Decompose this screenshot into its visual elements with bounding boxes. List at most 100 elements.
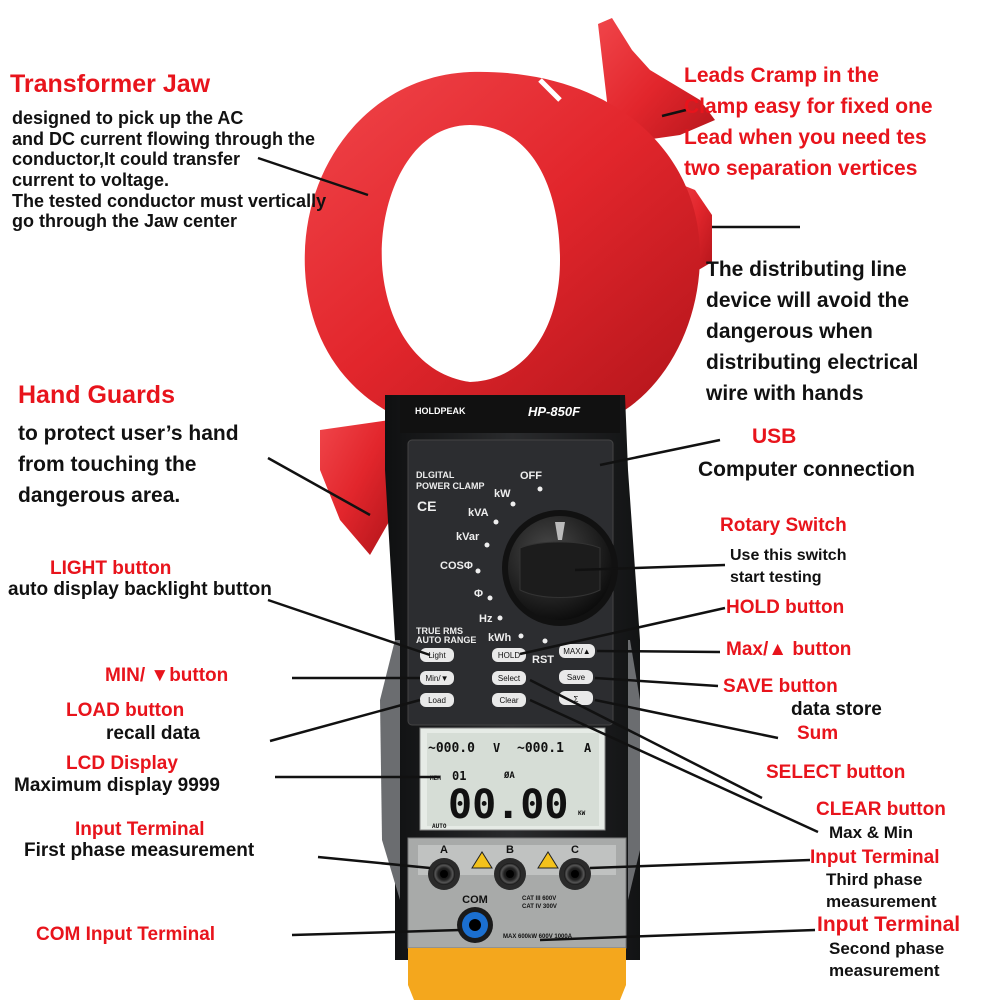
dial-cos: COSΦ — [440, 560, 473, 572]
rst-label: RST — [532, 654, 554, 666]
clear-button-title: CLEAR button — [816, 799, 946, 820]
terminal-label-c: C — [571, 844, 579, 856]
lcd-mem-value: 01 — [452, 769, 466, 783]
load-button-title: LOAD button — [66, 700, 185, 721]
btn-sum-text: Σ — [574, 695, 579, 704]
bottom-strip-text: MAX 600kW 600V 1000A — [503, 934, 573, 940]
load-button-desc: recall data — [106, 723, 200, 744]
max-button-title: Max/▲ button — [726, 639, 852, 660]
min-button-title: MIN/ ▼button — [105, 665, 229, 686]
input-second-line-2: measurement — [829, 961, 940, 980]
rotary-switch-line-2: start testing — [730, 569, 822, 586]
input-second-line-1: Second phase — [829, 939, 945, 958]
terminal-label-com: COM — [462, 894, 488, 906]
panel-title-1: DLGITAL — [416, 470, 455, 480]
brand-text: HOLDPEAK — [415, 406, 466, 416]
input-first-desc: First phase measurement — [24, 840, 255, 861]
leads-cramp-line-4: two separation vertices — [684, 157, 918, 180]
dial-kw: kW — [494, 488, 511, 500]
lcd-top-left-unit: V — [493, 741, 500, 755]
leader-lines — [257, 108, 819, 942]
transformer-jaw-title: Transformer Jaw — [10, 70, 211, 98]
lcd-mem-label: MEM — [430, 775, 441, 782]
btn-select-text: Select — [498, 674, 521, 683]
input-third-line-2: measurement — [826, 892, 937, 911]
usb-title: USB — [752, 425, 797, 448]
hand-guards-title: Hand Guards — [18, 381, 175, 409]
input-second-desc: Second phase measurement — [829, 938, 944, 982]
transformer-jaw-desc: designed to pick up the AC and DC curren… — [12, 108, 326, 232]
terminal-label-b: B — [506, 844, 514, 856]
jack-com — [457, 907, 493, 943]
ce-mark: CE — [417, 498, 436, 514]
lcd-top-right: ~000.1 — [517, 741, 564, 756]
btn-min-text: Min/▼ — [425, 674, 448, 683]
rotary-knob — [502, 510, 618, 626]
lcd-top-left: ~000.0 — [428, 741, 475, 756]
leads-cramp-desc: Leads Cramp in the Clamp easy for fixed … — [684, 60, 1000, 184]
lcd-auto: AUTO — [432, 823, 447, 830]
auto-range-text: AUTO RANGE — [416, 635, 476, 645]
dial-hz: Hz — [479, 613, 493, 625]
transformer-jaw-line-6: go through the Jaw center — [12, 211, 238, 232]
cat-rating-1: CAT III 600V — [522, 896, 556, 902]
input-second-title: Input Terminal — [817, 913, 961, 936]
hold-button-title: HOLD button — [726, 597, 845, 618]
jack-a — [428, 858, 460, 890]
transformer-jaw-line-1: designed to pick up the AC — [12, 108, 244, 128]
panel-title-2: POWER CLAMP — [416, 481, 485, 491]
btn-save-text: Save — [567, 673, 586, 682]
true-rms-text: TRUE RMS — [416, 626, 463, 636]
distributing-line-5: wire with hands — [706, 382, 864, 405]
dial-kva: kVA — [468, 507, 489, 519]
usb-desc: Computer connection — [698, 458, 916, 481]
terminal-label-a: A — [440, 844, 448, 856]
hand-guards-line-3: dangerous area. — [18, 484, 181, 507]
input-third-line-1: Third phase — [826, 870, 923, 889]
clear-button-desc: Max & Min — [829, 823, 914, 842]
cat-rating-2: CAT IV 300V — [522, 904, 557, 910]
input-third-desc: Third phase measurement — [826, 869, 937, 913]
transformer-jaw-line-4: current to voltage. — [12, 170, 170, 191]
leads-cramp-line-2: Clamp easy for fixed one — [684, 95, 933, 118]
input-first-title: Input Terminal — [75, 819, 205, 840]
save-button-title: SAVE button — [723, 676, 838, 697]
rotary-switch-line-1: Use this switch — [730, 547, 847, 564]
hand-guards-line-2: from touching the — [18, 453, 197, 476]
hand-guard — [320, 420, 390, 555]
lcd-phase: ØA — [503, 770, 515, 781]
leads-cramp-line-1: Leads Cramp in the — [684, 64, 879, 87]
lcd-display-title: LCD Display — [66, 753, 178, 774]
sum-title: Sum — [797, 723, 839, 744]
dial-kwh: kWh — [488, 632, 512, 644]
lcd-display-desc: Maximum display 9999 — [14, 775, 220, 796]
light-button-title: LIGHT button — [50, 558, 172, 579]
jack-c — [559, 858, 591, 890]
transformer-jaw-line-2: and DC current flowing through the — [12, 128, 315, 149]
lcd-top-right-unit: A — [584, 741, 592, 755]
transformer-jaw — [304, 71, 700, 410]
input-third-title: Input Terminal — [810, 847, 940, 868]
distributing-desc: The distributing line device will avoid … — [706, 254, 918, 409]
dial-kvar: kVar — [456, 531, 480, 543]
yellow-boot — [408, 948, 626, 1000]
btn-load-text: Load — [428, 696, 446, 705]
light-button-desc: auto display backlight button — [8, 579, 272, 600]
transformer-jaw-line-5: The tested conductor must vertically — [12, 190, 327, 211]
transformer-jaw-line-3: conductor,It could transfer — [12, 149, 241, 170]
distributing-line-2: device will avoid the — [706, 289, 910, 312]
rotary-switch-desc: Use this switch start testing — [730, 545, 846, 589]
btn-max-text: MAX/▲ — [563, 647, 590, 656]
distributing-line-3: dangerous when — [706, 320, 873, 343]
jack-b — [494, 858, 526, 890]
lcd-main-unit: KW — [578, 810, 586, 817]
btn-hold-text: HOLD — [498, 651, 520, 660]
model-text: HP-850F — [528, 404, 581, 419]
save-button-desc: data store — [791, 699, 882, 720]
distributing-line-4: distributing electrical — [706, 351, 919, 374]
distributing-line-1: The distributing line — [706, 258, 907, 281]
dial-phi: Φ — [474, 588, 483, 600]
dial-off: OFF — [520, 470, 542, 482]
hand-guards-line-1: to protect user’s hand — [18, 422, 239, 445]
